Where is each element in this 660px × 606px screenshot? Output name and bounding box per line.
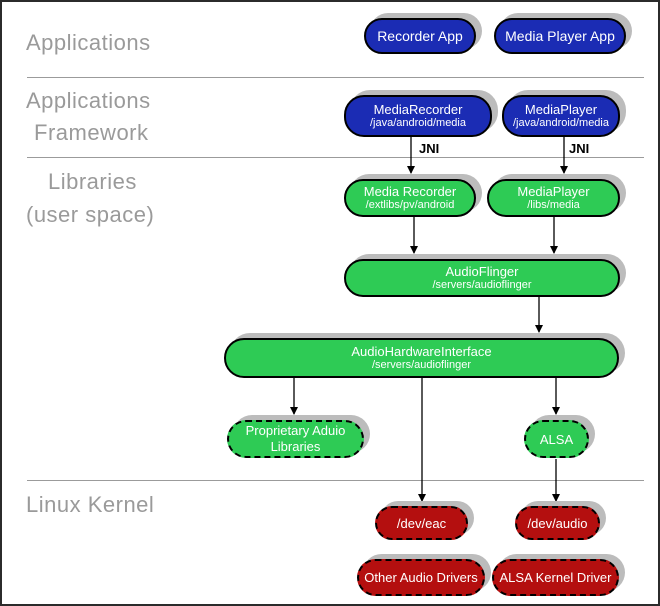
layer-label-libraries-line1: Libraries [48, 169, 137, 194]
node-audio-hardware-interface: AudioHardwareInterface /servers/audiofli… [224, 338, 619, 378]
node-title: MediaPlayer [524, 102, 598, 117]
node-title: Proprietary Aduio Libraries [245, 423, 346, 454]
node-subtitle: /libs/media [527, 199, 580, 211]
node-title: MediaRecorder [373, 102, 463, 117]
layer-divider-2 [27, 157, 644, 158]
node-media-player-app: Media Player App [494, 18, 626, 54]
node-title: ALSA Kernel Driver [499, 570, 612, 585]
layer-label-libraries-line2: (user space) [26, 202, 155, 227]
layer-divider-3 [27, 480, 644, 481]
node-dev-audio: /dev/audio [515, 506, 600, 540]
node-title: Recorder App [377, 27, 463, 44]
node-title: ALSA [539, 431, 574, 447]
layer-label-linux-kernel: Linux Kernel [26, 492, 155, 517]
node-mediarecorder-framework: MediaRecorder /java/android/media [344, 95, 492, 137]
node-media-recorder-lib: Media Recorder /extlibs/pv/android [344, 179, 476, 217]
node-title: /dev/eac [396, 515, 447, 531]
node-title: Media Recorder [363, 184, 457, 199]
node-title: /dev/audio [527, 515, 588, 531]
node-alsa-kernel-driver: ALSA Kernel Driver [492, 559, 619, 596]
node-subtitle: /servers/audioflinger [432, 279, 532, 291]
node-subtitle: /java/android/media [369, 117, 466, 129]
node-audioflinger: AudioFlinger /servers/audioflinger [344, 259, 620, 297]
jni-label-left: JNI [419, 141, 440, 156]
node-subtitle: /servers/audioflinger [371, 359, 472, 371]
node-title: Other Audio Drivers [364, 570, 478, 585]
node-title: AudioHardwareInterface [351, 344, 492, 359]
node-title: AudioFlinger [445, 264, 519, 279]
node-other-audio-drivers: Other Audio Drivers [357, 559, 485, 596]
node-dev-eac: /dev/eac [375, 506, 468, 540]
node-alsa: ALSA [524, 420, 589, 458]
layer-label-framework-line1: Applications [26, 88, 151, 113]
layer-label-applications: Applications [26, 30, 151, 55]
node-recorder-app: Recorder App [364, 18, 476, 54]
node-mediaplayer-lib: MediaPlayer /libs/media [487, 179, 620, 217]
node-subtitle: /extlibs/pv/android [365, 199, 455, 211]
layer-label-framework-line2: Framework [34, 120, 149, 145]
node-proprietary-audio-libraries: Proprietary Aduio Libraries [227, 420, 364, 458]
node-title: Media Player App [505, 27, 615, 44]
node-subtitle: /java/android/media [512, 117, 609, 129]
jni-label-right: JNI [569, 141, 590, 156]
layer-divider-1 [27, 77, 644, 78]
node-mediaplayer-framework: MediaPlayer /java/android/media [502, 95, 620, 137]
node-title: MediaPlayer [517, 184, 590, 199]
